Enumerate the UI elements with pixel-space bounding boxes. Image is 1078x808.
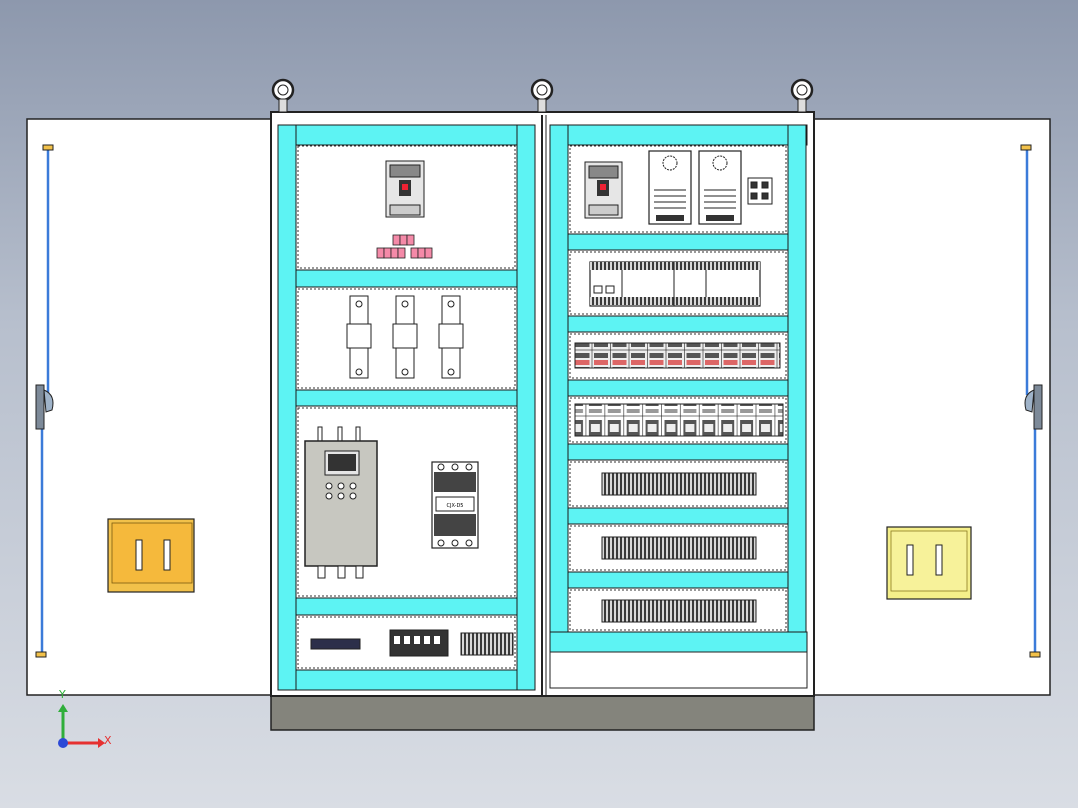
intermediate-relays xyxy=(574,403,784,437)
axis-y-label: Y xyxy=(58,688,66,701)
pink-terminal-block xyxy=(376,234,433,259)
terminal-strip-1 xyxy=(601,472,757,496)
soft-starter xyxy=(304,426,378,579)
power-supply-2 xyxy=(698,150,742,225)
small-relays xyxy=(747,177,773,205)
terminal-strip-3 xyxy=(601,599,757,623)
lifting-eye-right xyxy=(790,78,814,113)
left-door-lock-rod xyxy=(35,144,54,658)
power-supply-1 xyxy=(648,150,692,225)
left-panel-frame xyxy=(277,124,536,691)
contactor xyxy=(431,461,479,549)
right-document-pocket xyxy=(886,526,972,600)
axis-triad xyxy=(58,704,105,748)
plc-unit xyxy=(589,261,761,307)
control-breaker xyxy=(584,161,623,219)
bottom-left-terminals xyxy=(310,629,514,657)
left-door xyxy=(26,118,274,696)
relay-row xyxy=(574,342,781,369)
left-document-pocket xyxy=(107,518,195,593)
cabinet-base xyxy=(270,695,815,731)
right-panel-frame xyxy=(549,124,808,653)
contactor-label: CJX-D5 xyxy=(447,503,464,509)
fuse-holders xyxy=(346,295,464,379)
main-breaker xyxy=(385,160,425,218)
right-door xyxy=(811,118,1051,696)
right-door-lock-rod xyxy=(1020,144,1043,658)
axis-x-label: X xyxy=(104,734,112,747)
lifting-eye-center xyxy=(530,78,554,113)
terminal-strip-2 xyxy=(601,536,757,560)
lifting-eye-left xyxy=(271,78,295,113)
